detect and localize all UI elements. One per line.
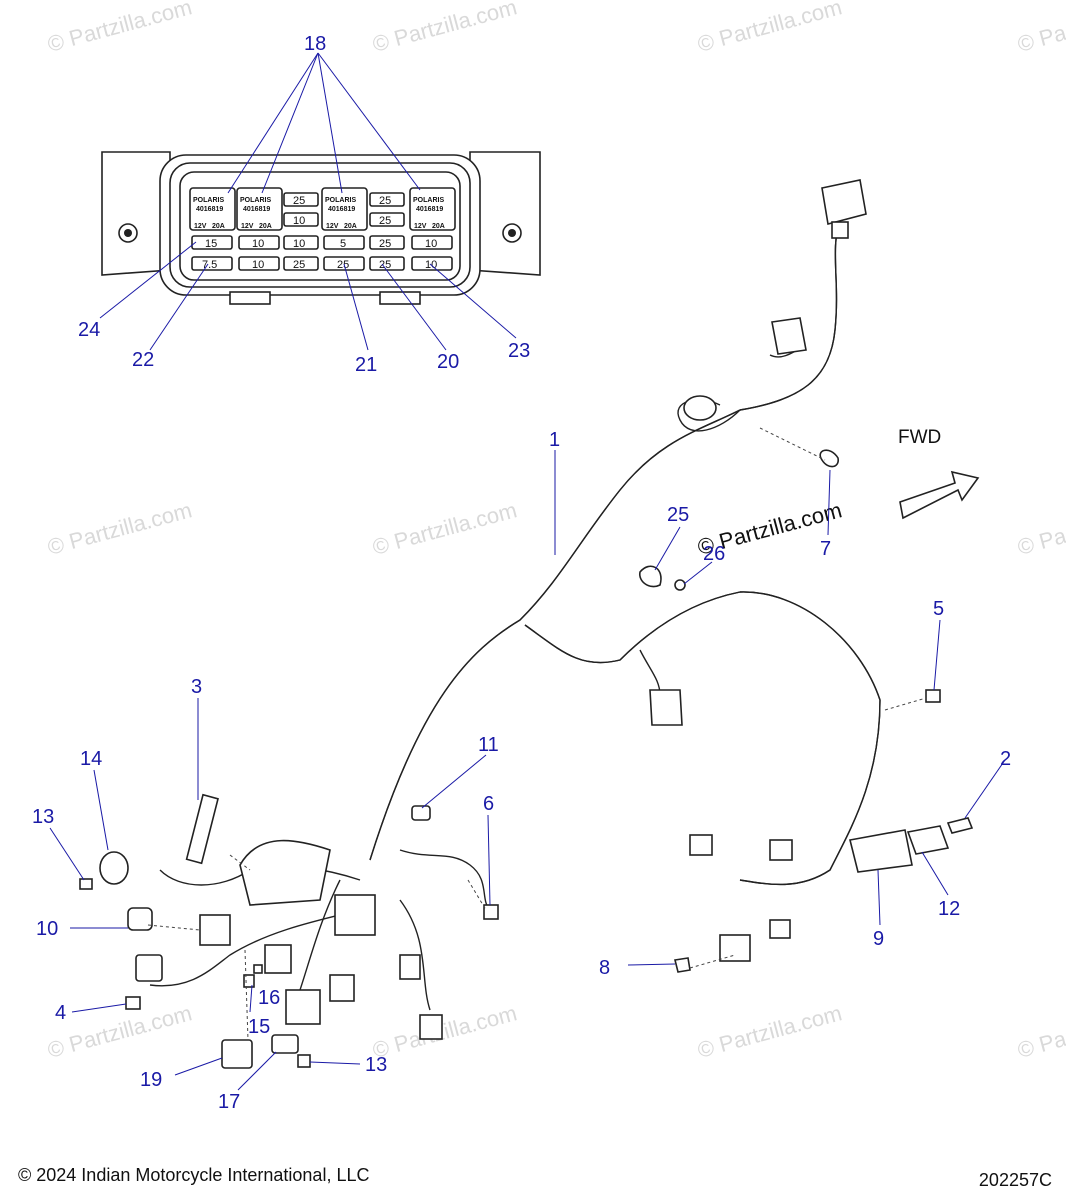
relay-rating: 20A: [432, 223, 445, 230]
relay-part-no: 4016819: [328, 206, 355, 213]
fuse-label: 10: [425, 238, 437, 250]
forward-direction: FWD: [898, 427, 980, 520]
callout-9: 9: [873, 928, 884, 950]
callout-4: 4: [55, 1002, 66, 1024]
relay-brand: POLARIS: [240, 197, 271, 204]
relay-voltage: 12V: [194, 223, 207, 230]
relay-rating: 20A: [212, 223, 225, 230]
callout-11: 11: [478, 734, 499, 756]
relay-rating: 20A: [344, 223, 357, 230]
relay-part-no: 4016819: [416, 206, 443, 213]
callout-20: 20: [437, 351, 459, 373]
fuse-label: 10: [252, 238, 264, 250]
watermark: © Partzilla.com: [695, 1000, 845, 1063]
fuse-label: 5: [340, 238, 346, 250]
callout-24: 24: [78, 319, 100, 341]
fuse-label: 25: [337, 259, 349, 271]
callout-13: 13: [365, 1054, 387, 1076]
assembly-lines: [147, 427, 927, 1041]
fuse-box: POLARIS 4016819 12V 20A POLARIS 4016819 …: [101, 151, 541, 305]
fuse-label: 25: [379, 259, 391, 271]
copyright-notice: © 2024 Indian Motorcycle International, …: [18, 1165, 370, 1185]
watermark: © Partzilla.com: [1015, 0, 1066, 57]
watermark: © Partzilla.com: [370, 1000, 520, 1063]
callout-19: 19: [140, 1069, 162, 1091]
fuse-label: 25: [379, 195, 391, 207]
watermark: © Partzilla.com: [370, 497, 520, 560]
callout-6: 6: [483, 793, 494, 815]
watermark: © Partzilla.com: [695, 0, 845, 57]
callout-14: 14: [80, 748, 102, 770]
callout-7: 7: [820, 538, 831, 560]
callout-15: 15: [248, 1016, 270, 1038]
diagram-id: 202257C: [978, 1170, 1052, 1190]
callout-labels: 18 24 22 21 20 23 1 7 25 26 5 2 12 9 8 1…: [32, 33, 1011, 1113]
watermark: © Partzilla.com: [1015, 1000, 1066, 1063]
relay-rating: 20A: [259, 223, 272, 230]
callout-22: 22: [132, 349, 154, 371]
callout-26: 26: [703, 543, 725, 565]
callout-17: 17: [218, 1091, 240, 1113]
fuse-label: 25: [379, 215, 391, 227]
callout-3: 3: [191, 676, 202, 698]
fwd-label: FWD: [898, 427, 941, 448]
callout-13: 13: [32, 806, 54, 828]
fuse-label: 10: [293, 238, 305, 250]
callout-23: 23: [508, 340, 530, 362]
watermark: © Partzilla.com: [1015, 497, 1066, 560]
relay-voltage: 12V: [326, 223, 339, 230]
fuse-label: 25: [379, 238, 391, 250]
callout-12: 12: [938, 898, 960, 920]
watermark: © Partzilla.com: [45, 1000, 195, 1063]
callout-1: 1: [549, 429, 560, 451]
callout-18: 18: [304, 33, 326, 55]
callout-10: 10: [36, 918, 58, 940]
connectors: [79, 179, 974, 1069]
fuse-label: 25: [293, 195, 305, 207]
fuse-label: 25: [293, 259, 305, 271]
callout-2: 2: [1000, 748, 1011, 770]
relay-voltage: 12V: [414, 223, 427, 230]
relay-voltage: 12V: [241, 223, 254, 230]
watermark: © Partzilla.com: [370, 0, 520, 57]
fuse-label: 10: [252, 259, 264, 271]
callout-21: 21: [355, 354, 377, 376]
relay-part-no: 4016819: [243, 206, 270, 213]
watermark: © Partzilla.com: [45, 497, 195, 560]
relay-brand: POLARIS: [413, 197, 444, 204]
watermark: © Partzilla.com: [45, 0, 195, 57]
callout-5: 5: [933, 598, 944, 620]
leader-lines: [49, 52, 1006, 1091]
forward-arrow-icon: [899, 470, 980, 520]
fuse-label: 10: [293, 215, 305, 227]
relay-part-no: 4016819: [196, 206, 223, 213]
callout-16: 16: [258, 987, 280, 1009]
callout-25: 25: [667, 504, 689, 526]
relay-brand: POLARIS: [193, 197, 224, 204]
callout-8: 8: [599, 957, 610, 979]
fuse-label: 15: [205, 238, 217, 250]
relay-brand: POLARIS: [325, 197, 356, 204]
